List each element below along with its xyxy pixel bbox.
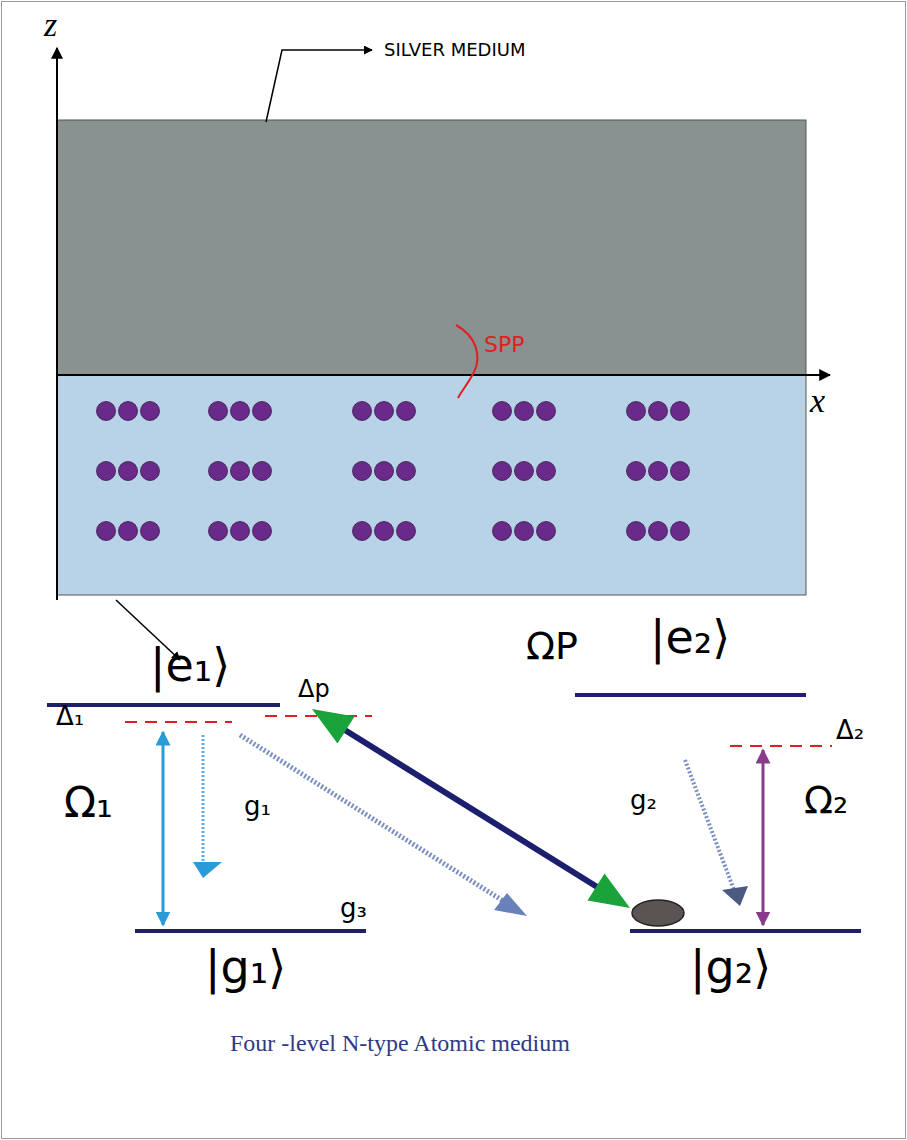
atom-dot — [515, 522, 534, 541]
coupling-arrow — [162, 732, 165, 925]
level-g1 — [135, 929, 366, 933]
atom-dot — [141, 402, 160, 421]
decay-label: g₃ — [340, 894, 367, 923]
atom-dot — [375, 522, 394, 541]
atom-dot — [375, 402, 394, 421]
atom-dot — [141, 462, 160, 481]
level-e2 — [575, 693, 806, 697]
arrow-head — [494, 893, 527, 916]
atom-dot — [515, 402, 534, 421]
caption: Four -level N-type Atomic medium — [230, 1030, 570, 1056]
atom-dot — [97, 522, 116, 541]
leader-line — [266, 50, 372, 122]
medium-label: SILVER MEDIUM — [384, 40, 525, 60]
arrow-head — [722, 886, 748, 906]
atoms — [97, 402, 690, 541]
atom-dot — [493, 462, 512, 481]
atom-dot — [353, 462, 372, 481]
atom-dot — [649, 522, 668, 541]
atom-dot — [671, 522, 690, 541]
atomic-medium — [57, 375, 806, 595]
atom-dot — [119, 462, 138, 481]
level-label: |e₂⟩ — [650, 612, 730, 663]
axis-label: x — [810, 382, 825, 419]
atom-dot — [231, 522, 250, 541]
atom-dot — [397, 522, 416, 541]
detuning-label: Δp — [298, 676, 330, 702]
detuning-line — [730, 745, 832, 747]
decay-line — [685, 760, 734, 890]
atom-dot — [97, 462, 116, 481]
atom-dot — [209, 522, 228, 541]
atom-dot — [537, 402, 556, 421]
atom-dot — [627, 462, 646, 481]
decay-label: g₁ — [244, 792, 271, 821]
atom-dot — [253, 462, 272, 481]
atom-dot — [119, 402, 138, 421]
level-label: |e₁⟩ — [150, 640, 230, 691]
atom-dot — [493, 402, 512, 421]
atom-dot — [537, 462, 556, 481]
atom-dot — [231, 402, 250, 421]
atom-dot — [141, 522, 160, 541]
spp-label: SPP — [484, 333, 525, 357]
atom-dot — [671, 462, 690, 481]
atom-dot — [515, 462, 534, 481]
atom-dot — [649, 402, 668, 421]
atom-dot — [353, 402, 372, 421]
atom-dot — [627, 402, 646, 421]
rabi-label: ΩP — [526, 626, 578, 668]
decay-line — [240, 735, 508, 904]
atom-dot — [397, 462, 416, 481]
spp-field — [456, 325, 477, 398]
atom-dot — [209, 402, 228, 421]
atom-dot — [97, 402, 116, 421]
atom-dot — [649, 462, 668, 481]
population — [632, 900, 684, 926]
probe-arrow — [340, 727, 602, 890]
atom-dot — [397, 402, 416, 421]
atom-dot — [209, 462, 228, 481]
atom-dot — [253, 522, 272, 541]
atom-dot — [627, 522, 646, 541]
rabi-label: Ω₂ — [804, 780, 848, 822]
atom-dot — [493, 522, 512, 541]
decay-line — [202, 735, 205, 862]
level-label: |g₂⟩ — [690, 942, 771, 993]
level-label: |g₁⟩ — [205, 942, 286, 993]
detuning-label: Δ₂ — [836, 716, 864, 745]
atom-dot — [253, 402, 272, 421]
arrow-head — [312, 709, 355, 744]
level-g2 — [630, 929, 861, 933]
silver-medium — [57, 120, 806, 375]
arrow-head — [193, 862, 222, 878]
atom-dot — [353, 522, 372, 541]
axis-label: z — [44, 6, 57, 43]
detuning-line — [125, 721, 232, 723]
arrow-head — [588, 873, 631, 908]
atom-dot — [119, 522, 138, 541]
atom-dot — [671, 402, 690, 421]
coupling-arrow — [762, 750, 765, 925]
atom-dot — [537, 522, 556, 541]
atom-dot — [231, 462, 250, 481]
z-axis — [56, 48, 58, 600]
rabi-label: Ω₁ — [64, 780, 113, 826]
detuning-label: Δ₁ — [56, 702, 84, 731]
x-axis — [57, 374, 830, 376]
atom-dot — [375, 462, 394, 481]
decay-label: g₂ — [630, 786, 657, 815]
